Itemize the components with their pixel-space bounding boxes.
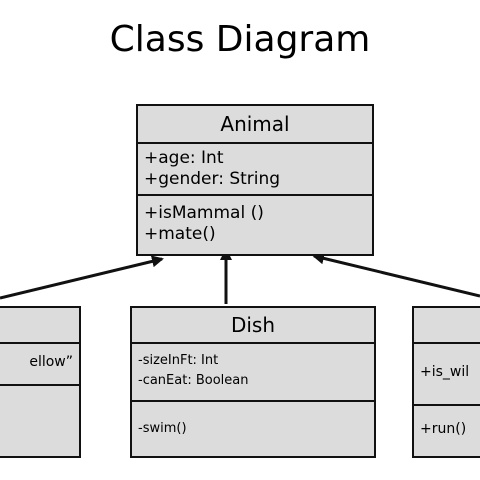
class-dish-operation: -swim() [138, 421, 187, 436]
class-animal-attribute: +age: Int [144, 148, 224, 168]
class-right-attribute: +is_wil [420, 364, 470, 380]
class-animal: Animal +age: Int +gender: String +isMamm… [136, 104, 374, 256]
class-right-operations: +run() [414, 406, 480, 439]
class-dish-attribute: -canEat: Boolean [138, 373, 249, 388]
diagram-title: Class Diagram [109, 19, 371, 60]
class-left-name [0, 308, 79, 344]
class-animal-name: Animal [138, 106, 372, 144]
class-dish-attribute: -sizeInFt: Int [138, 353, 219, 368]
class-left-cropped: ellow” [0, 306, 81, 458]
arrow-right-to-animal [312, 252, 480, 298]
arrow-left-to-animal [0, 255, 164, 300]
class-left-attribute: ellow” [29, 354, 73, 370]
class-right-operation: +run() [420, 421, 467, 437]
class-right-name [414, 308, 480, 344]
class-dish-operations: -swim() [132, 402, 374, 439]
class-dish-name: Dish [132, 308, 374, 344]
class-animal-attribute: +gender: String [144, 169, 281, 189]
class-animal-operation: +isMammal () [144, 203, 264, 223]
class-dish: Dish -sizeInFt: Int -canEat: Boolean -sw… [130, 306, 376, 458]
class-animal-attributes: +age: Int +gender: String [138, 144, 372, 196]
class-animal-operations: +isMammal () +mate() [138, 196, 372, 245]
class-dish-attributes: -sizeInFt: Int -canEat: Boolean [132, 344, 374, 402]
class-right-attributes: +is_wil [414, 344, 480, 406]
class-left-attributes: ellow” [0, 344, 79, 386]
class-animal-operation: +mate() [144, 224, 216, 244]
class-right-cropped: +is_wil +run() [412, 306, 480, 458]
